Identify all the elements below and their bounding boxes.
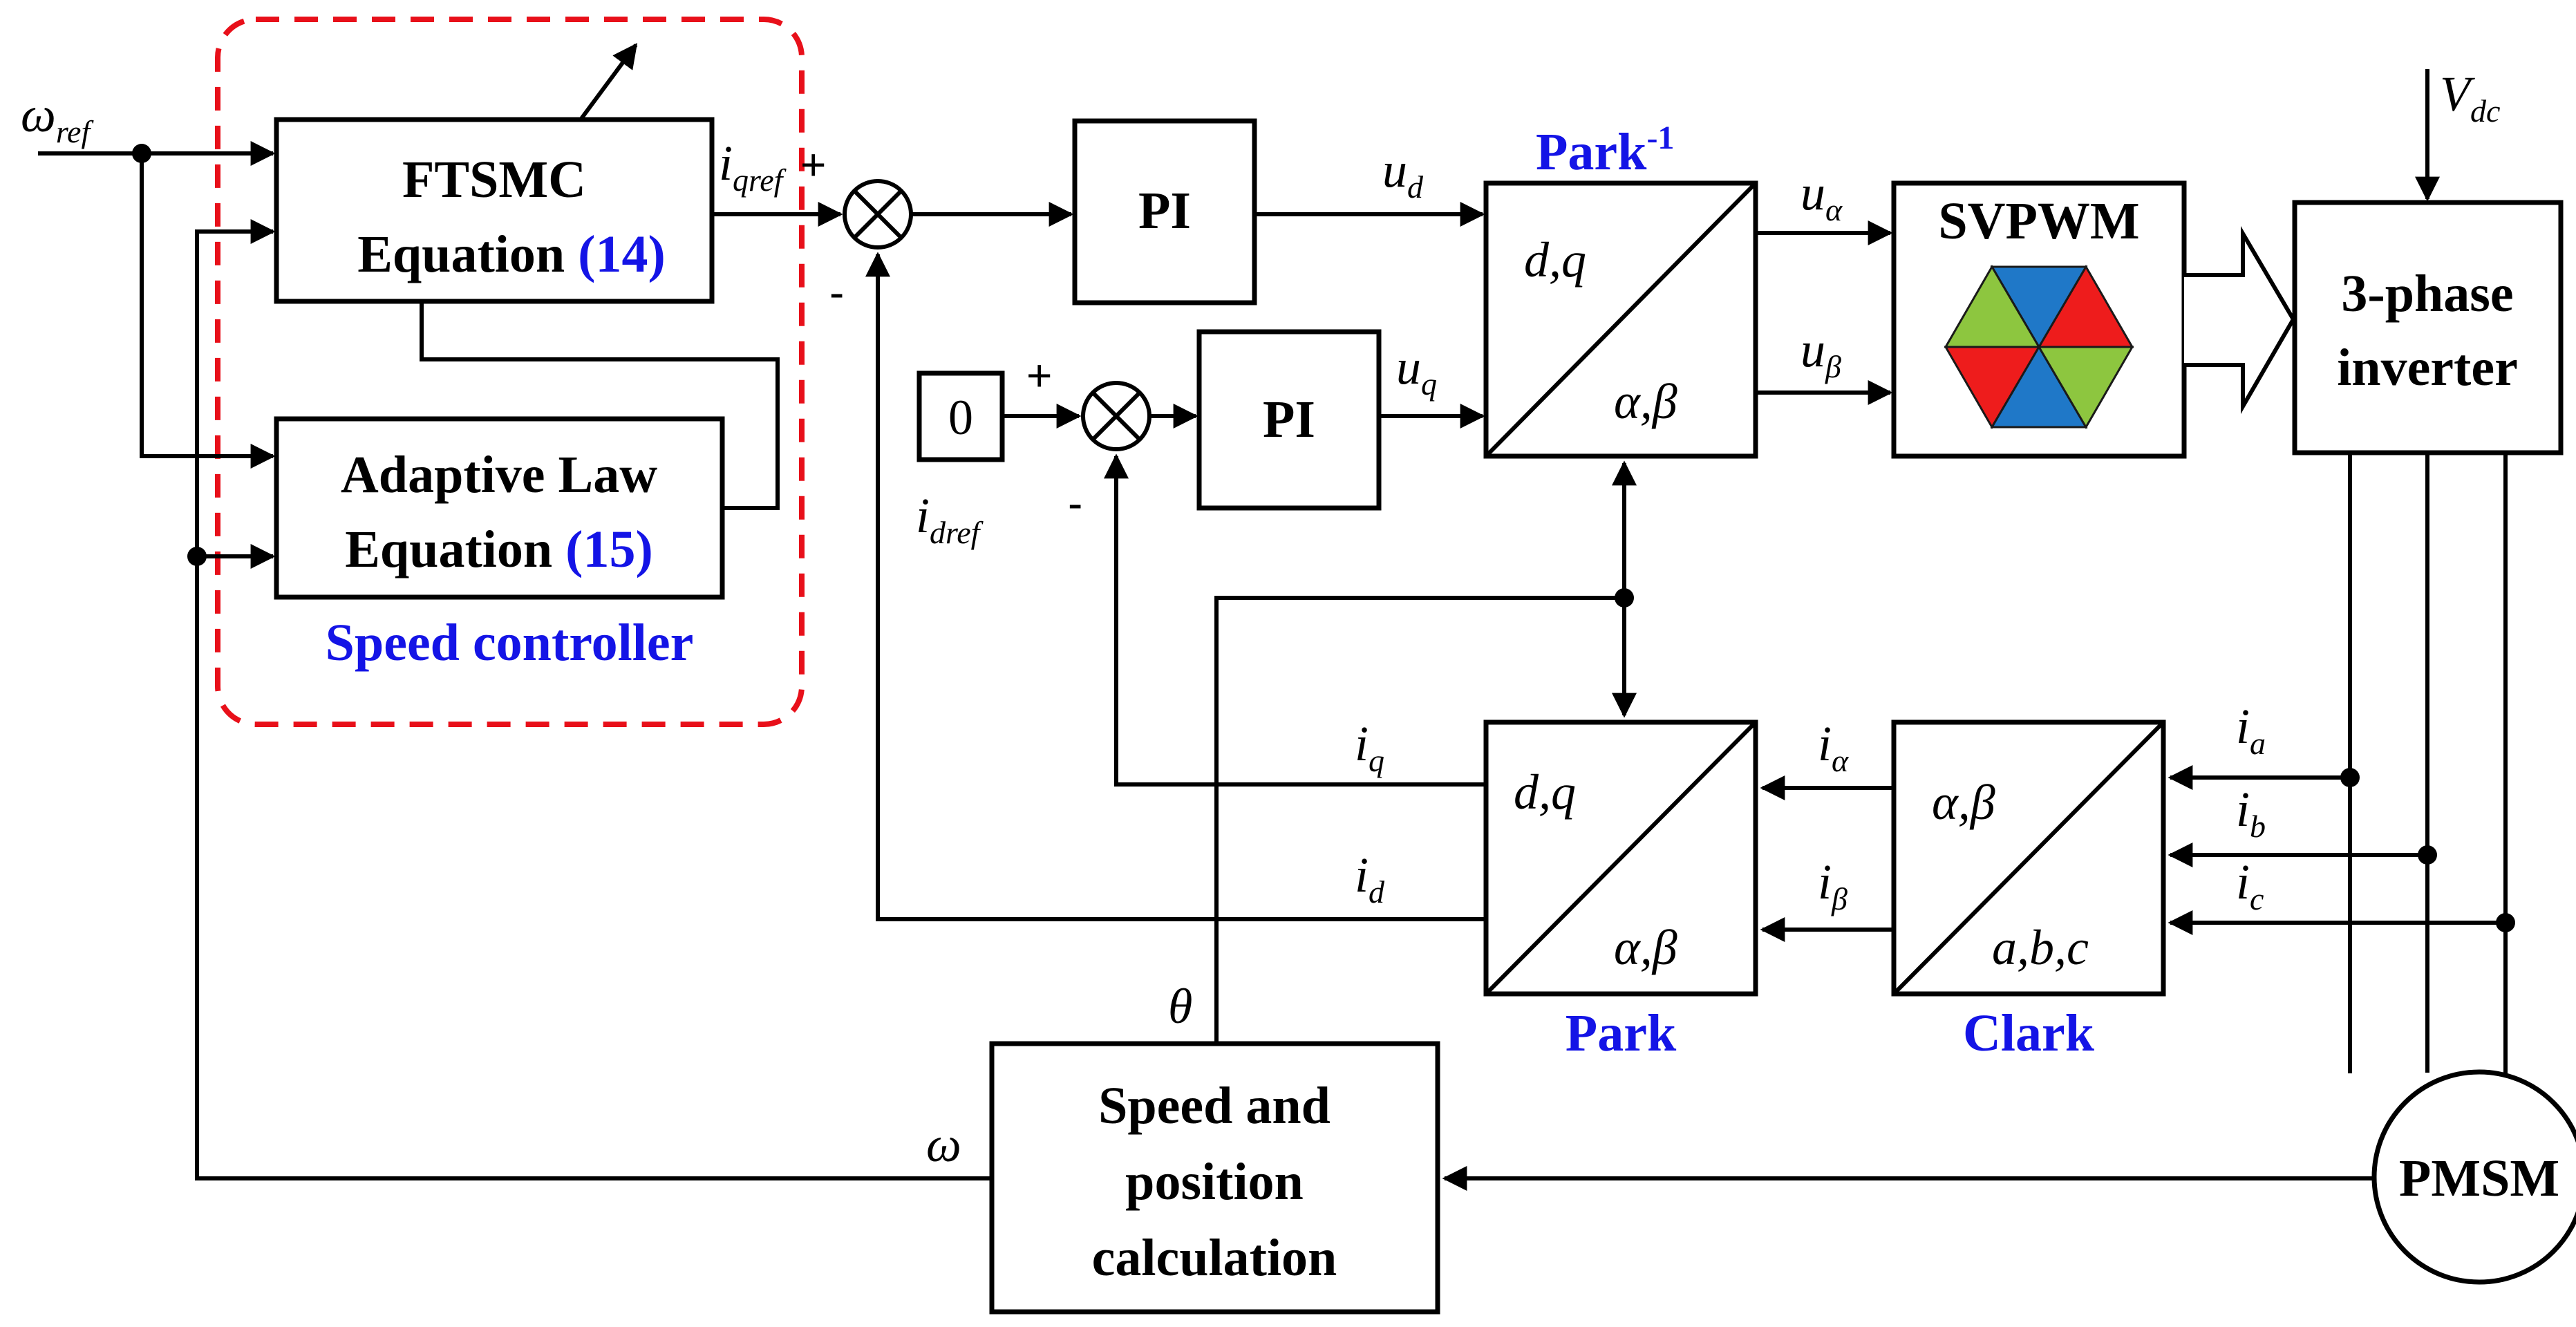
- ud-label: ud: [1382, 142, 1424, 205]
- three-phase-inverter-block[interactable]: [2292, 200, 2564, 455]
- ic-label: ic: [2236, 854, 2264, 916]
- adaptive-law-equation-ref: (15): [565, 520, 653, 578]
- speed-position-calculation-block[interactable]: [989, 1041, 1440, 1315]
- adaptive-law-block[interactable]: [274, 416, 725, 600]
- omega-feedback-label: ω: [926, 1117, 961, 1172]
- uq-label: uq: [1396, 339, 1437, 402]
- id-feedback-label: id: [1355, 847, 1385, 910]
- signal-lines: [38, 43, 2515, 1191]
- adaptive-law-equation-label: Equation (15): [345, 520, 653, 578]
- svpwm-label: SVPWM: [1938, 192, 2139, 250]
- inverse-park-diagonal: [1484, 181, 1758, 458]
- pi-q-label: PI: [1263, 390, 1315, 449]
- speed-calc-label-line2: position: [1125, 1153, 1304, 1211]
- inverse-park-title: Park-1: [1536, 120, 1674, 181]
- park-title: Park: [1566, 1004, 1677, 1062]
- ubeta-label: uβ: [1801, 322, 1841, 384]
- inverter-label-line2: inverter: [2337, 339, 2518, 397]
- ftsmc-title: FTSMC: [402, 151, 586, 209]
- ualpha-label: uα: [1801, 165, 1843, 227]
- speed-sum-minus-sign: -: [829, 267, 844, 317]
- ftsmc-block[interactable]: [274, 117, 715, 304]
- speed-controller-label: Speed controller: [326, 614, 694, 672]
- park-alphabeta-label: α,β: [1614, 920, 1677, 975]
- zero-reference-value: 0: [948, 390, 973, 445]
- park-dq-label: d,q: [1514, 764, 1576, 820]
- speed-sum-plus-sign: +: [800, 140, 826, 189]
- clark-abc-label: a,b,c: [1992, 920, 2089, 975]
- ia-label: ia: [2236, 699, 2266, 761]
- park-diagonal: [1484, 720, 1758, 996]
- pi-q-block[interactable]: [1196, 329, 1382, 511]
- svpwm-hexagon-icon: [1944, 265, 2134, 429]
- current-sum-plus-sign: +: [1026, 350, 1052, 400]
- clark-diagonal: [1892, 720, 2165, 996]
- ftsmc-equation-label: Equation (14): [357, 225, 666, 283]
- iqref-label: iqref: [719, 135, 787, 198]
- ib-label: ib: [2236, 782, 2266, 844]
- speed-calc-label-line3: calculation: [1092, 1229, 1337, 1287]
- adaptive-law-title: Adaptive Law: [341, 446, 657, 504]
- inverter-label-line1: 3-phase: [2341, 265, 2513, 323]
- theta-label: θ: [1168, 979, 1192, 1034]
- speed-calc-label-line1: Speed and: [1098, 1077, 1331, 1135]
- ftsmc-equation-ref: (14): [578, 225, 666, 283]
- svpwm-to-inverter-arrow: [2184, 225, 2296, 415]
- inverse-park-dq-label: d,q: [1524, 232, 1586, 288]
- clark-alphabeta-label: α,β: [1932, 775, 1995, 830]
- d-current-summing-junction: [1081, 381, 1151, 451]
- omega-ref-label: ωref: [21, 87, 94, 149]
- pi-d-label: PI: [1138, 182, 1191, 240]
- iq-feedback-label: iq: [1355, 716, 1384, 778]
- pi-d-block[interactable]: [1072, 118, 1257, 305]
- ialpha-label: iα: [1818, 716, 1849, 778]
- ibeta-label: iβ: [1818, 854, 1848, 916]
- clark-title: Clark: [1963, 1004, 2095, 1062]
- speed-controller-group: [215, 17, 805, 727]
- vdc-label: Vdc: [2440, 66, 2500, 129]
- speed-error-summing-junction: [843, 179, 913, 250]
- inverse-park-alphabeta-label: α,β: [1614, 374, 1677, 429]
- idref-label: idref: [916, 488, 984, 550]
- pmsm-label: PMSM: [2399, 1149, 2559, 1207]
- current-sum-minus-sign: -: [1068, 478, 1082, 528]
